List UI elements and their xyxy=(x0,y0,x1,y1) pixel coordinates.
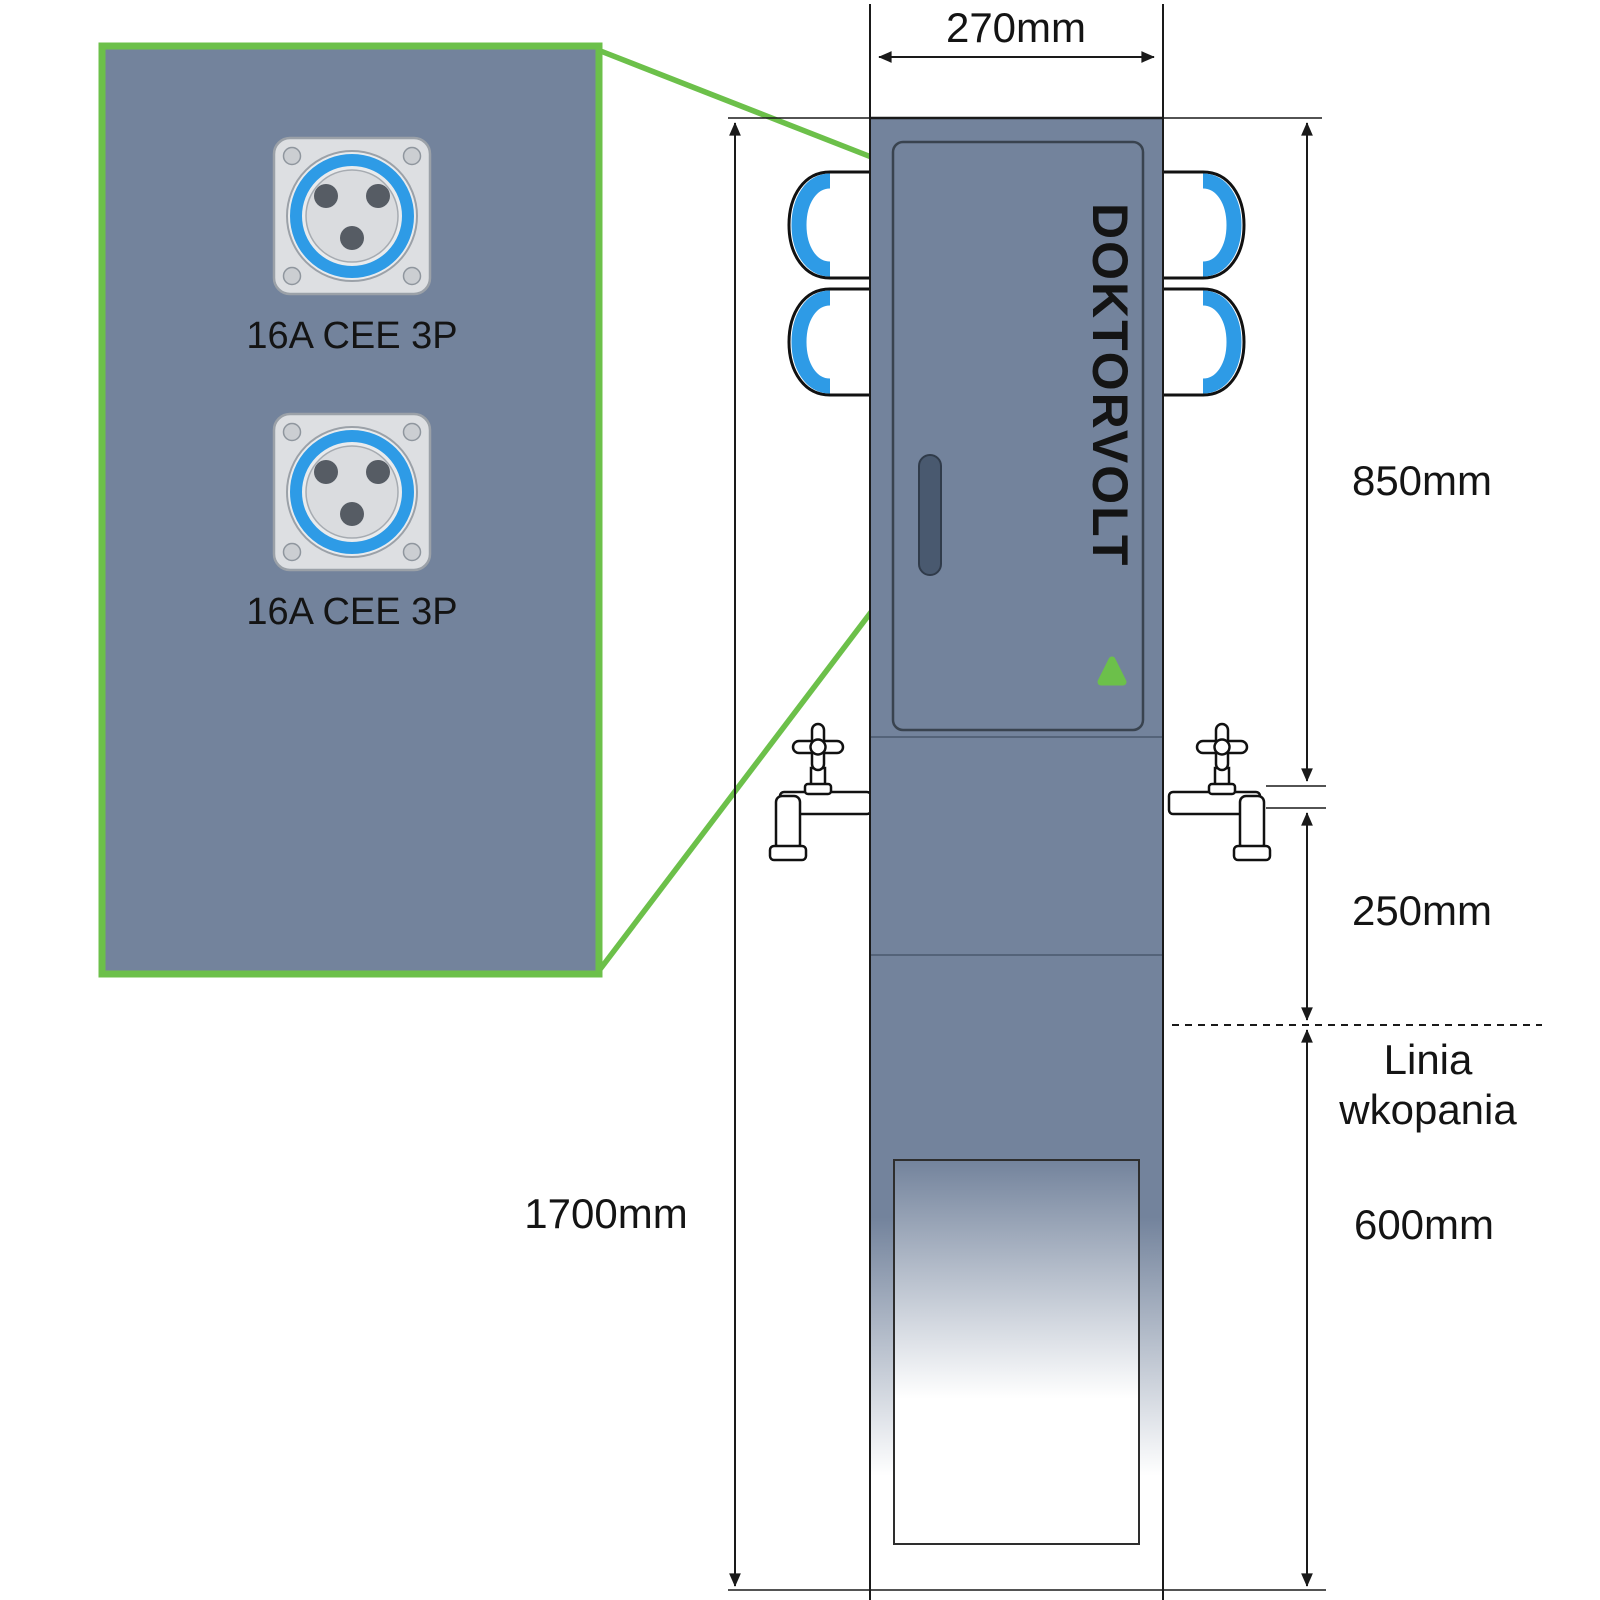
socket-label-2: 16A CEE 3P xyxy=(246,591,457,633)
foundation-outline xyxy=(893,1159,1140,1545)
dim-600-label: 600mm xyxy=(1354,1201,1494,1248)
cable-hook-bottom-right xyxy=(1162,289,1244,395)
brand-logo: DOKTORVOLT xyxy=(1082,203,1138,567)
brand-logo-triangle xyxy=(1097,656,1127,686)
pillar-door xyxy=(891,140,1145,732)
foundation-fill xyxy=(894,1160,1139,1545)
burial-line-label-2: wkopania xyxy=(1338,1086,1517,1133)
dim-250-label: 250mm xyxy=(1352,887,1492,934)
dim-width-label: 270mm xyxy=(946,4,1086,51)
zoom-callout xyxy=(595,47,887,974)
dim-total-height-label: 1700mm xyxy=(524,1190,687,1237)
zoom-callout-line-bottom xyxy=(595,593,887,974)
cable-hook-top-left xyxy=(789,172,871,278)
cable-hook-bottom-left xyxy=(789,289,871,395)
water-tap-left xyxy=(768,722,873,862)
dim-850-label: 850mm xyxy=(1352,457,1492,504)
dimensions: 270mm 1700mm 850mm 250mm Linia wkopania … xyxy=(524,4,1542,1591)
cable-hook-top-right xyxy=(1162,172,1244,278)
foundation-strip-left xyxy=(871,1160,894,1545)
zoom-detail-panel: 16A CEE 3P 16A CEE 3P xyxy=(98,42,603,978)
burial-line-label-1: Linia xyxy=(1384,1036,1473,1083)
door-handle xyxy=(918,454,942,576)
socket-label-1: 16A CEE 3P xyxy=(246,315,457,357)
detail-panel-border xyxy=(98,42,603,978)
zoom-callout-line-top xyxy=(596,47,886,165)
pillar-body xyxy=(871,118,1162,1160)
socket-cee-2 xyxy=(274,414,430,570)
water-tap-right xyxy=(1167,722,1272,862)
socket-cee-1 xyxy=(274,138,430,294)
foundation-strip-right xyxy=(1139,1160,1162,1545)
pillar: DOKTORVOLT xyxy=(870,116,1163,1545)
